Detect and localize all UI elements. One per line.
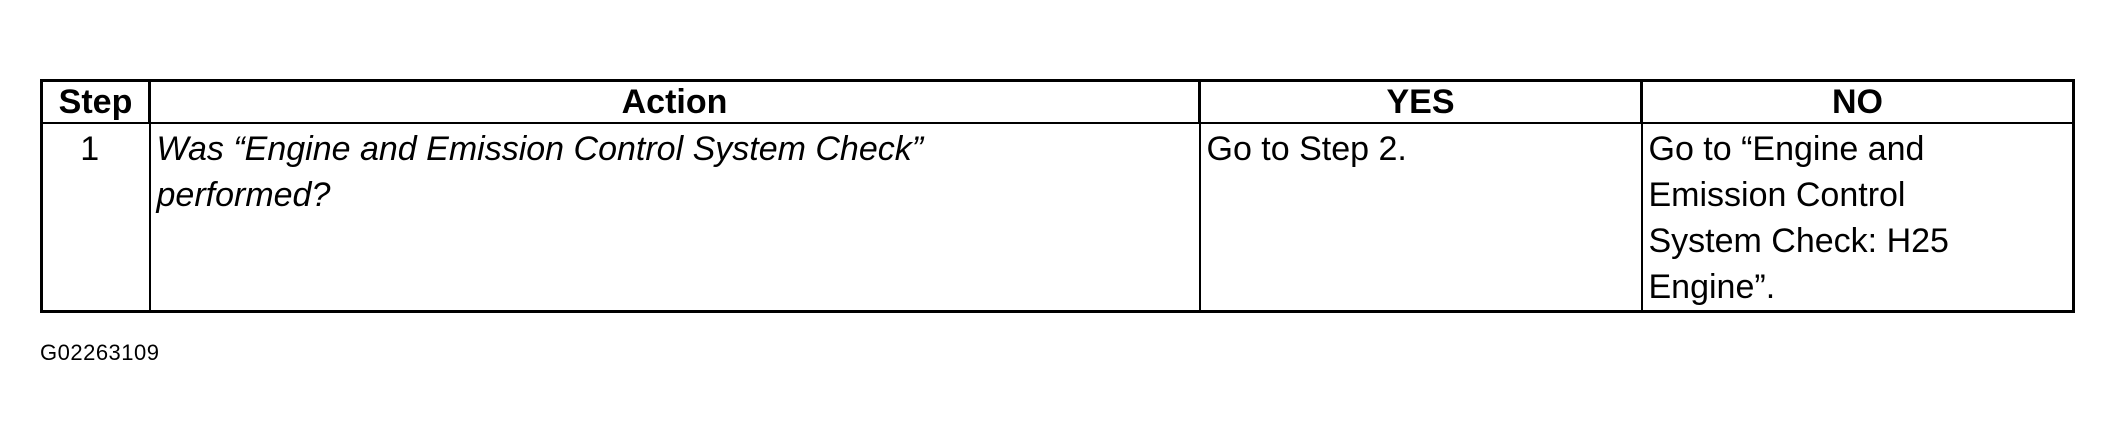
table-header-row: Step Action YES NO <box>40 79 2075 124</box>
table-header: Step Action YES NO <box>40 79 2075 124</box>
header-yes: YES <box>1198 79 1643 124</box>
table-row: 1 Was “Engine and Emission Control Syste… <box>40 123 2075 313</box>
diagnostic-step-table: Step Action YES NO 1 Was “Engine and Emi… <box>40 79 2075 313</box>
table-body: 1 Was “Engine and Emission Control Syste… <box>40 123 2075 313</box>
header-action: Action <box>148 79 1201 124</box>
action-cell: Was “Engine and Emission Control System … <box>148 123 1201 313</box>
no-cell: Go to “Engine and Emission Control Syste… <box>1640 123 2075 313</box>
figure-id-label: G02263109 <box>40 340 160 365</box>
header-no: NO <box>1640 79 2075 124</box>
header-step: Step <box>40 79 151 124</box>
step-number-cell: 1 <box>40 123 151 313</box>
yes-cell: Go to Step 2. <box>1198 123 1643 313</box>
